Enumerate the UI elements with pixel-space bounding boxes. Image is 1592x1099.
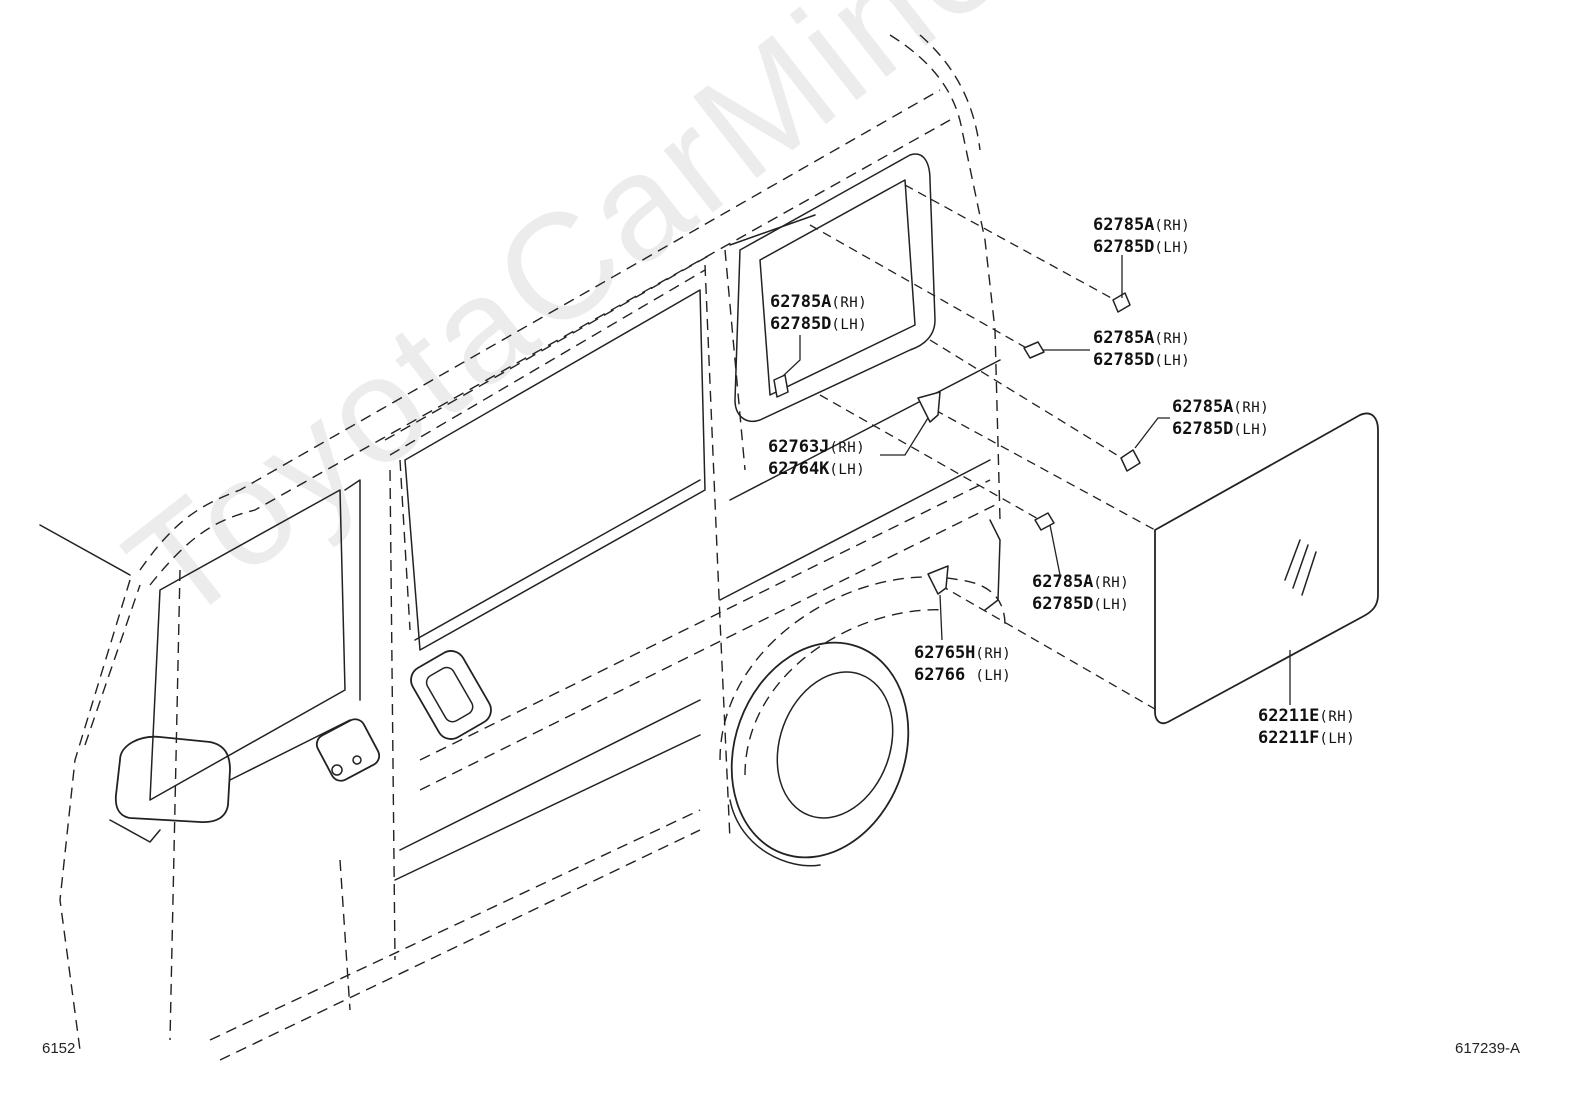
callout-62211-glass: 62211E(RH) 62211F(LH) xyxy=(1258,706,1356,748)
callout-62785-upper-right: 62785A(RH) 62785D(LH) xyxy=(1093,215,1191,257)
clip-part-1 xyxy=(1112,292,1131,313)
clip-part-4 xyxy=(1034,512,1055,531)
callout-62785-lower: 62785A(RH) 62785D(LH) xyxy=(1032,572,1130,614)
bracket-part-upper xyxy=(917,391,941,423)
clip-part-3 xyxy=(1120,449,1141,472)
callout-62765-62766: 62765H(RH) 62766 (LH) xyxy=(914,643,1012,685)
figure-code-left: 6152 xyxy=(42,1040,76,1057)
figure-code-right: 617239-A xyxy=(1455,1040,1521,1057)
callout-62785-mid-right: 62785A(RH) 62785D(LH) xyxy=(1093,328,1191,370)
callout-62763-62764: 62763J(RH) 62764K(LH) xyxy=(768,437,866,479)
callout-62785-far-right: 62785A(RH) 62785D(LH) xyxy=(1172,397,1270,439)
bracket-part-lower xyxy=(927,565,949,595)
callout-62785-window: 62785A(RH) 62785D(LH) xyxy=(770,292,868,334)
clip-part-2 xyxy=(1023,341,1045,359)
clip-part-5 xyxy=(773,374,789,398)
